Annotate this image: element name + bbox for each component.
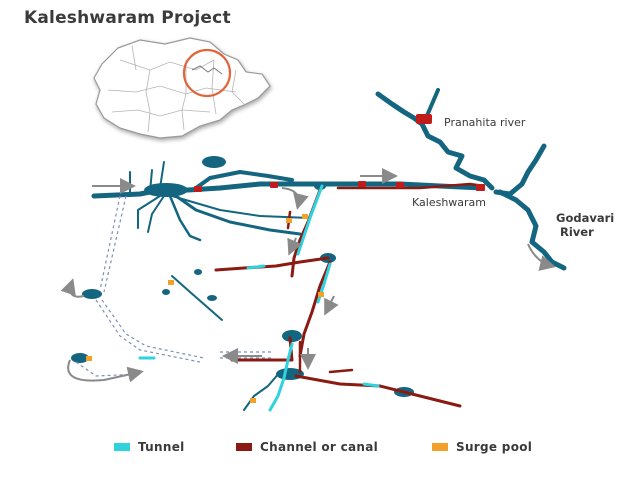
reservoir-main (144, 183, 188, 197)
district-boundaries (107, 45, 245, 133)
reservoir-center (282, 330, 302, 342)
tunnel-network (138, 184, 380, 412)
legend-label-surge-pool: Surge pool (456, 440, 533, 454)
flow-arrow (527, 243, 556, 271)
surge-pools (86, 214, 324, 403)
legend-surge-pool: Surge pool (432, 440, 532, 454)
south-branch (243, 371, 281, 411)
legend-swatch-canal (236, 443, 252, 451)
reservoir-branch-3 (168, 194, 202, 242)
southwest-branch (137, 195, 165, 233)
barrage-marker (358, 181, 366, 187)
legend-swatch-surge-pool (432, 443, 448, 451)
godavari-river-upper (493, 143, 547, 197)
reservoir-branch-4 (171, 195, 311, 219)
barrage-marker (194, 186, 202, 192)
state-inset-map (93, 37, 271, 139)
middle-channel-branch (171, 275, 223, 321)
reservoir-small-3 (162, 289, 170, 295)
flow-arrow (287, 237, 303, 256)
godavari-river-lower (497, 189, 567, 271)
barrage-marker (476, 184, 485, 191)
state-outline (93, 37, 271, 139)
label-pranahita-river: Pranahita river (444, 116, 526, 129)
barrage-marker (270, 182, 278, 188)
tunnel-east (362, 382, 380, 388)
surge-pool (318, 292, 324, 297)
surge-pool (286, 218, 292, 223)
legend-canal: Channel or canal (236, 440, 378, 454)
canal-network (214, 182, 486, 408)
canal-kaleshwaram (336, 182, 486, 190)
flow-arrow (324, 295, 339, 316)
flow-arrow (60, 278, 85, 298)
reservoir-branch-1 (194, 170, 294, 190)
label-kaleshwaram: Kaleshwaram (412, 196, 486, 209)
reservoir-southwest (71, 353, 89, 363)
inset-river (191, 65, 223, 75)
canal-south-east (294, 374, 462, 408)
barrage-marker (396, 182, 404, 188)
pranahita-river (375, 91, 495, 191)
page-title: Kaleshwaram Project (24, 8, 231, 28)
tunnel-main (296, 184, 324, 256)
surge-pool (250, 398, 256, 403)
legend-tunnel: Tunnel (114, 440, 185, 454)
tunnel-south (268, 342, 294, 412)
legend-swatch-tunnel (114, 443, 130, 451)
canal-middle-west (214, 256, 330, 272)
label-godavari-line1: Godavari (556, 211, 614, 225)
surge-pool (302, 214, 308, 219)
reservoir-west (82, 289, 102, 299)
highlight-circle (182, 48, 232, 98)
label-godavari-line2: River (560, 225, 594, 239)
tunnel-middle (246, 264, 266, 270)
reservoir-branch-2 (174, 194, 302, 236)
reservoir-small-4 (314, 182, 326, 190)
flow-arrow (281, 187, 309, 210)
reservoir-north (202, 156, 226, 168)
flow-arrows (60, 168, 556, 383)
barrage-markers (194, 114, 485, 192)
surge-pool (86, 356, 92, 361)
canal-branch-ne (328, 368, 354, 374)
barrage-marker (416, 114, 432, 124)
canal-central-down (298, 260, 332, 358)
reservoir-small-1 (207, 295, 217, 301)
reservoir-small-2 (194, 269, 202, 275)
legend-label-canal: Channel or canal (260, 440, 379, 454)
surge-pool (168, 280, 174, 285)
flow-arrow (67, 359, 144, 383)
pranahita-tributary (424, 88, 440, 120)
legend-label-tunnel: Tunnel (138, 440, 185, 454)
